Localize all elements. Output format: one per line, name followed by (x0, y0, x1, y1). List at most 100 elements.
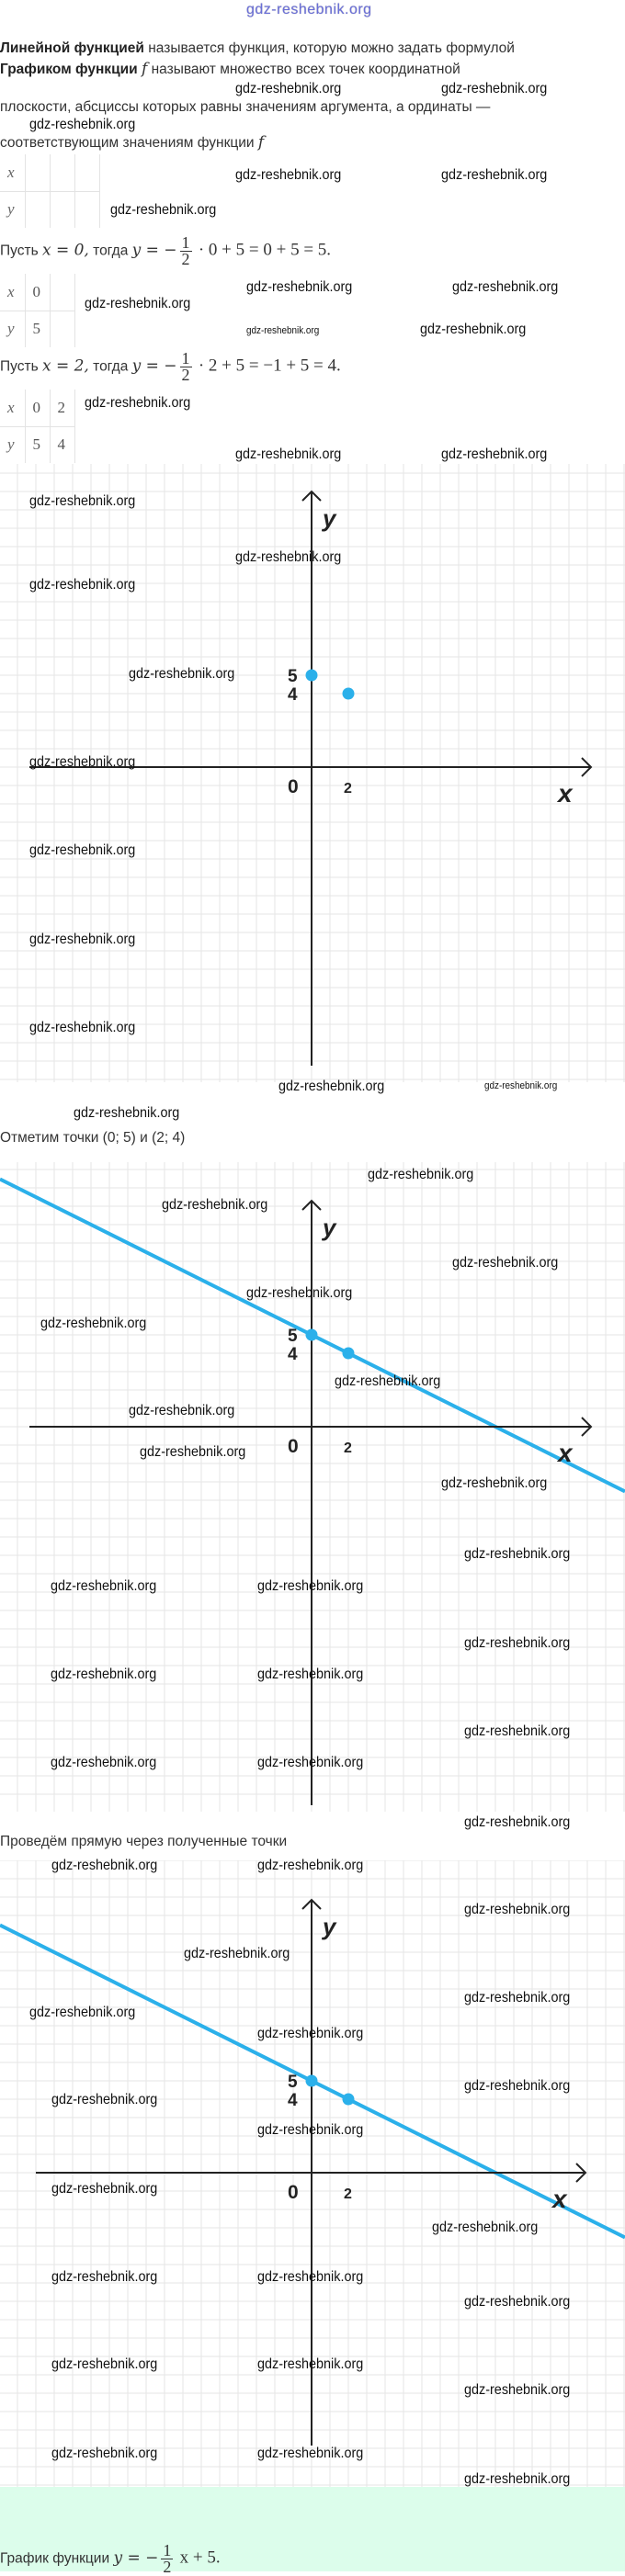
watermark: gdz-reshebnik.org (246, 325, 320, 336)
watermark: gdz-reshebnik.org (29, 1020, 136, 1035)
y-axis-arrow (301, 490, 322, 502)
watermark: gdz-reshebnik.org (51, 2269, 158, 2285)
watermark: gdz-reshebnik.org (246, 279, 353, 295)
watermark: gdz-reshebnik.org (441, 446, 548, 462)
watermark: gdz-reshebnik.org (29, 117, 136, 132)
watermark: gdz-reshebnik.org (420, 322, 527, 337)
definition-graph: Графиком функции f называют множество вс… (0, 61, 460, 78)
watermark: gdz-reshebnik.org (464, 2294, 571, 2310)
definition-line3: плоскости, абсциссы которых равны значен… (0, 99, 491, 115)
watermark: gdz-reshebnik.org (51, 1578, 157, 1594)
data-point (342, 2093, 355, 2106)
origin-label: 0 (288, 1436, 299, 1457)
x-tick-label: 2 (344, 2186, 352, 2202)
watermark: gdz-reshebnik.org (51, 1666, 157, 1682)
table-cell (49, 190, 75, 228)
watermark: gdz-reshebnik.org (184, 1946, 290, 1961)
math-rest: · 2 + 5 = −1 + 5 = 4. (198, 356, 341, 376)
step-then: тогда (93, 243, 129, 259)
watermark: gdz-reshebnik.org (51, 1755, 157, 1770)
x-axis-arrow (581, 757, 593, 777)
watermark: gdz-reshebnik.org (51, 2092, 158, 2107)
watermark: gdz-reshebnik.org (441, 1475, 548, 1491)
table-cell (74, 190, 100, 228)
origin-label: 0 (288, 2182, 299, 2203)
watermark: gdz-reshebnik.org (278, 1079, 385, 1094)
x-axis-arrow (575, 2163, 587, 2183)
table-cell (24, 190, 51, 228)
numerator: 1 (161, 2541, 174, 2559)
watermark: gdz-reshebnik.org (129, 666, 235, 682)
watermark: gdz-reshebnik.org (74, 1105, 180, 1121)
watermark: gdz-reshebnik.org (441, 81, 548, 96)
watermark: gdz-reshebnik.org (441, 167, 548, 183)
watermark: gdz-reshebnik.org (432, 2220, 539, 2235)
x-tick-label: 2 (344, 1441, 352, 1456)
math-f: f (257, 133, 265, 152)
watermark: gdz-reshebnik.org (464, 2471, 571, 2487)
math-x-eq: x = 0, (41, 241, 89, 260)
watermark: gdz-reshebnik.org (29, 2005, 136, 2020)
y-tick-label: 5 (288, 1327, 298, 1346)
watermark: gdz-reshebnik.org (29, 932, 136, 947)
watermark: gdz-reshebnik.org (51, 2356, 158, 2372)
y-tick-label: 4 (288, 2091, 298, 2110)
watermark: gdz-reshebnik.org (51, 2181, 158, 2197)
watermark: gdz-reshebnik.org (452, 1255, 559, 1271)
denominator: 2 (181, 366, 190, 384)
math-y-eq: y = − (113, 2548, 159, 2568)
definition-text: называется функция, которую можно задать… (148, 40, 515, 56)
watermark: gdz-reshebnik.org (257, 2122, 364, 2138)
y-tick-label: 4 (288, 685, 298, 705)
math-y-eq: y = − (131, 356, 177, 376)
watermark: gdz-reshebnik.org (29, 842, 136, 858)
origin-label: 0 (288, 776, 299, 797)
watermark: gdz-reshebnik.org (257, 1666, 364, 1682)
step-then: тогда (93, 358, 129, 375)
table-cell (49, 310, 75, 347)
table-cell (24, 154, 51, 192)
watermark: gdz-reshebnik.org (335, 1373, 441, 1389)
math-f: f (141, 60, 148, 78)
definition-text: соответствующим значениям функции (0, 135, 255, 151)
watermark: gdz-reshebnik.org (257, 2269, 364, 2285)
table-cell: 0 (24, 390, 51, 427)
watermark: gdz-reshebnik.org (235, 167, 342, 183)
table-header-y: y (0, 190, 26, 228)
watermark: gdz-reshebnik.org (368, 1167, 474, 1182)
table-header-x: x (0, 274, 26, 311)
watermark: gdz-reshebnik.org (257, 1578, 364, 1594)
y-tick-label: 4 (288, 1345, 298, 1364)
watermark: gdz-reshebnik.org (464, 1902, 571, 1917)
mark-points-text: Отметим точки (0; 5) и (2; 4) (0, 1130, 186, 1146)
definition-linear: Линейной функцией называется функция, ко… (0, 40, 515, 57)
watermark: gdz-reshebnik.org (29, 577, 136, 593)
watermark: gdz-reshebnik.org (464, 1546, 571, 1562)
watermark: gdz-reshebnik.org (464, 2382, 571, 2398)
watermark: gdz-reshebnik.org (257, 2356, 364, 2372)
table-cell: 0 (24, 274, 51, 311)
math-y-eq: y = − (131, 241, 177, 260)
answer-prefix: График функции (0, 2550, 110, 2567)
answer-box (0, 2487, 625, 2571)
site-logo[interactable]: gdz-reshebnik.org (246, 2, 372, 17)
y-axis-arrow (301, 1898, 322, 1910)
table-cell (74, 154, 100, 192)
watermark: gdz-reshebnik.org (40, 1316, 147, 1331)
denominator: 2 (181, 250, 190, 268)
step-prefix: Пусть (0, 243, 39, 259)
table-cell (49, 154, 75, 192)
watermark: gdz-reshebnik.org (235, 549, 342, 565)
term-graph: Графиком функции (0, 62, 138, 77)
watermark: gdz-reshebnik.org (464, 1723, 571, 1739)
watermark: gdz-reshebnik.org (235, 81, 342, 96)
data-point (305, 1328, 318, 1341)
x-axis-arrow (581, 1417, 593, 1437)
watermark: gdz-reshebnik.org (110, 202, 217, 218)
